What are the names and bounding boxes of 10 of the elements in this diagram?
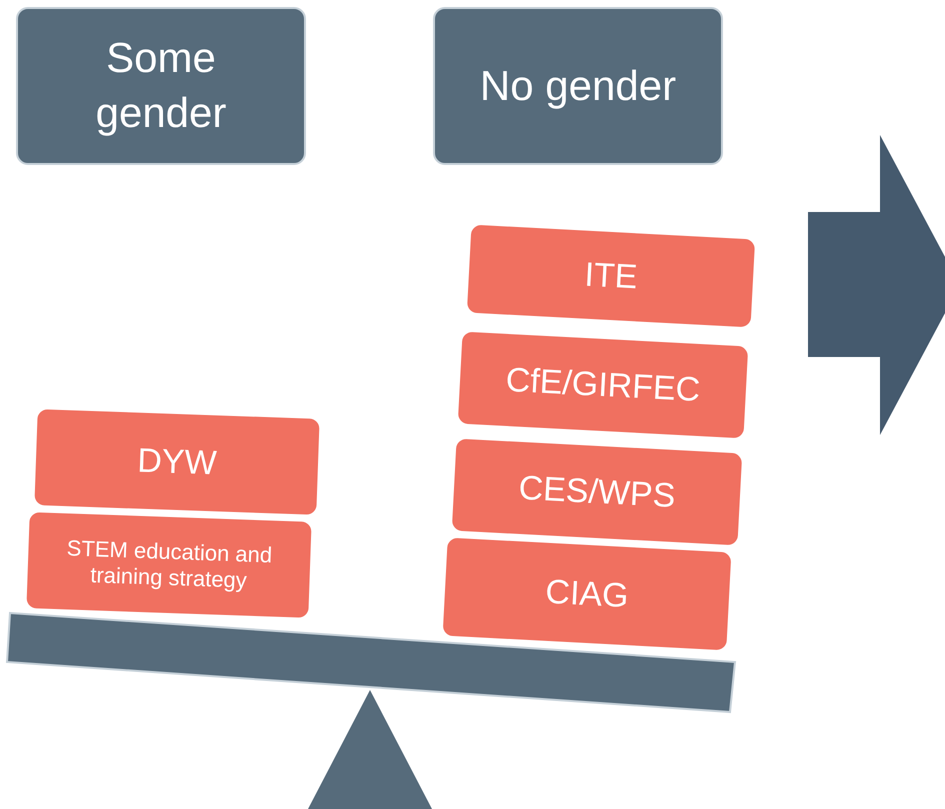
box-label: Some gender <box>94 33 228 138</box>
box-label: CfE/GIRFEC <box>504 360 702 410</box>
box-label: DYW <box>136 440 218 484</box>
box-label: ITE <box>582 254 640 298</box>
box-label: CIAG <box>544 572 631 616</box>
category-header-box <box>433 7 723 165</box>
box-label: STEM education and training strategy <box>65 534 274 595</box>
category-header-box <box>16 7 306 165</box>
box-label: CES/WPS <box>516 468 678 516</box>
box-label: No gender <box>478 60 678 111</box>
